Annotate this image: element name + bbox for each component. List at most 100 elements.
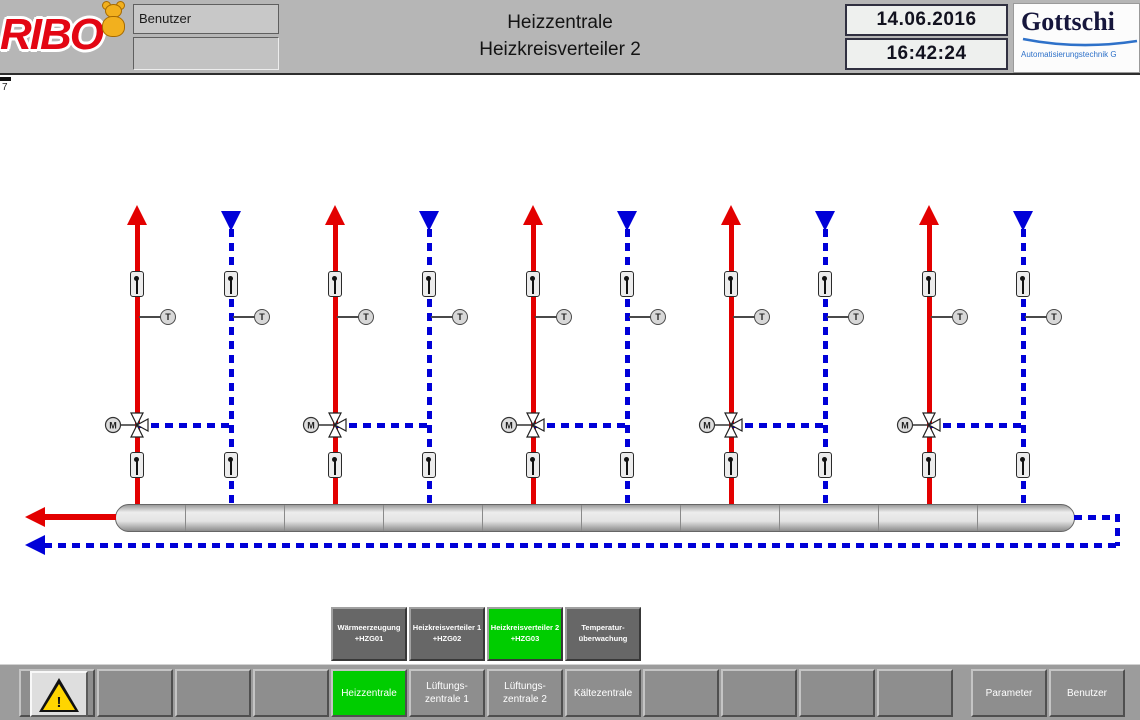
user-panel: Benutzer <box>133 4 279 71</box>
temp-sensor-icon: T <box>254 309 270 325</box>
return-pipe <box>228 229 234 507</box>
valve-icon <box>620 271 634 297</box>
supply-pipe <box>134 223 140 507</box>
manifold-segment-divider <box>581 505 582 531</box>
return-arrow-icon <box>617 211 637 231</box>
bottom-nav-button-9[interactable] <box>721 669 797 717</box>
temp-sensor-icon: T <box>848 309 864 325</box>
temp-sensor-icon: T <box>358 309 374 325</box>
valve-icon <box>328 271 342 297</box>
page-title: Heizzentrale Heizkreisverteiler 2 <box>285 9 835 63</box>
valve-stem <box>927 280 930 294</box>
manifold-segment-divider <box>383 505 384 531</box>
sensor-connector-line <box>337 316 359 318</box>
valve-icon <box>818 271 832 297</box>
screen-tab-hzg03[interactable]: Heizkreisverteiler 2+HZG03 <box>487 607 563 661</box>
alarm-button[interactable]: ! <box>30 671 88 717</box>
valve-ball <box>530 457 535 462</box>
supply-out-arrow-icon <box>25 507 45 527</box>
bypass-pipe <box>731 422 825 428</box>
vendor-subtitle: Automatisierungstechnik G <box>1021 50 1117 59</box>
valve-icon <box>922 452 936 478</box>
supply-pipe <box>332 223 338 507</box>
bottom-nav-button-10[interactable] <box>799 669 875 717</box>
valve-ball <box>624 276 629 281</box>
user-value-field[interactable] <box>133 37 279 70</box>
valve-icon <box>1016 271 1030 297</box>
supply-pipe <box>926 223 932 507</box>
valve-stem <box>1021 461 1024 475</box>
return-header-pipe <box>44 543 1120 548</box>
bottom-nav-benutzer[interactable]: Benutzer <box>1049 669 1125 717</box>
valve-ball <box>134 457 139 462</box>
bottom-nav-button-3[interactable] <box>253 669 329 717</box>
bottom-nav-button-2[interactable] <box>175 669 251 717</box>
manifold-segment-divider <box>779 505 780 531</box>
mixing-valve-icon: M <box>698 412 743 438</box>
bottom-nav-luftungs-zentrale-1[interactable]: Lüftungs-zentrale 1 <box>409 669 485 717</box>
valve-stem <box>427 461 430 475</box>
haribo-bear-icon <box>97 1 131 47</box>
screen-tab-hzg01[interactable]: Wärmeerzeugung+HZG01 <box>331 607 407 661</box>
return-pipe <box>822 229 828 507</box>
sensor-connector-line <box>431 316 453 318</box>
haribo-logo-text: RIBO <box>0 10 104 59</box>
manifold-segment-divider <box>284 505 285 531</box>
svg-text:M: M <box>109 421 117 431</box>
date-display: 14.06.2016 <box>845 4 1008 36</box>
valve-stem <box>729 280 732 294</box>
valve-icon <box>818 452 832 478</box>
bottom-nav-heizzentrale[interactable]: Heizzentrale <box>331 669 407 717</box>
bottom-nav-parameter[interactable]: Parameter <box>971 669 1047 717</box>
bottom-nav-button-1[interactable] <box>97 669 173 717</box>
return-arrow-icon <box>419 211 439 231</box>
valve-icon <box>724 271 738 297</box>
manifold-segment-divider <box>680 505 681 531</box>
valve-stem <box>333 461 336 475</box>
svg-text:M: M <box>901 421 909 431</box>
valve-ball <box>728 457 733 462</box>
vendor-name: Gottschi <box>1021 7 1115 36</box>
valve-stem <box>531 280 534 294</box>
valve-stem <box>823 280 826 294</box>
valve-icon <box>422 452 436 478</box>
supply-arrow-icon <box>523 205 543 225</box>
valve-icon <box>130 452 144 478</box>
valve-stem <box>729 461 732 475</box>
time-display: 16:42:24 <box>845 38 1008 70</box>
bottom-nav-button-8[interactable] <box>643 669 719 717</box>
sensor-connector-line <box>629 316 651 318</box>
user-label: Benutzer <box>133 4 279 34</box>
vendor-swoosh-icon <box>1022 37 1138 47</box>
mixing-valve-icon: M <box>896 412 941 438</box>
svg-text:M: M <box>703 421 711 431</box>
bypass-pipe <box>335 422 429 428</box>
manifold-segment-divider <box>185 505 186 531</box>
bottom-nav-luftungs-zentrale-2[interactable]: Lüftungs-zentrale 2 <box>487 669 563 717</box>
valve-icon <box>922 271 936 297</box>
supply-arrow-icon <box>721 205 741 225</box>
screen-corner-mark <box>0 77 11 81</box>
valve-icon <box>724 452 738 478</box>
valve-ball <box>228 276 233 281</box>
return-out-arrow-icon <box>25 535 45 555</box>
sensor-connector-line <box>139 316 161 318</box>
valve-ball <box>426 276 431 281</box>
title-line-2: Heizkreisverteiler 2 <box>479 39 641 60</box>
valve-icon <box>130 271 144 297</box>
return-arrow-icon <box>815 211 835 231</box>
bottom-nav-button-11[interactable] <box>877 669 953 717</box>
return-pipe <box>426 229 432 507</box>
bottom-nav-kaltezentrale[interactable]: Kältezentrale <box>565 669 641 717</box>
screen-number: 7 <box>2 82 8 93</box>
valve-ball <box>332 276 337 281</box>
supply-arrow-icon <box>127 205 147 225</box>
screen-tab-hzg02[interactable]: Heizkreisverteiler 1+HZG02 <box>409 607 485 661</box>
valve-ball <box>926 457 931 462</box>
valve-stem <box>135 461 138 475</box>
warning-triangle-icon: ! <box>39 678 79 712</box>
supply-arrow-icon <box>325 205 345 225</box>
valve-stem <box>229 280 232 294</box>
screen-tab-uberwachung[interactable]: Temperatur-überwachung <box>565 607 641 661</box>
